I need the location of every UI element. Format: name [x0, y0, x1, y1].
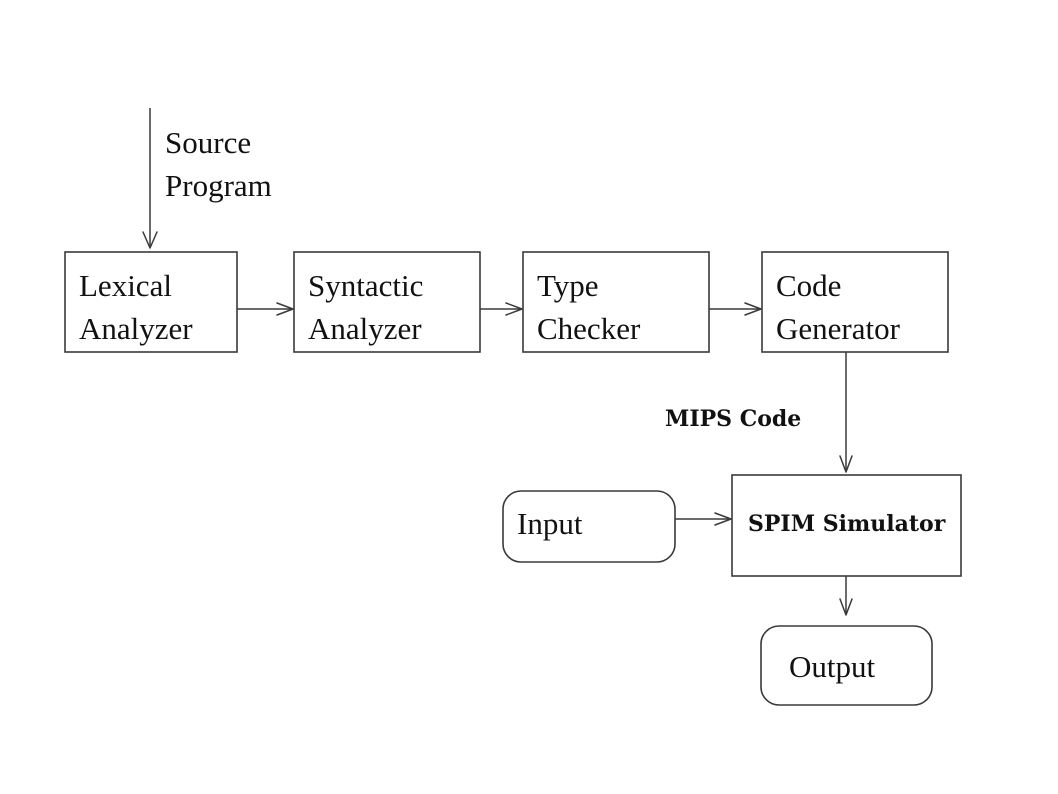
- codegen-to-spim-arrow: [839, 352, 853, 473]
- spim-simulator-node: SPIM Simulator: [731, 474, 962, 577]
- lexical-analyzer-label-line1: Lexical: [79, 268, 172, 303]
- syntactic-to-type-arrow: [480, 302, 523, 316]
- output-node: Output: [760, 625, 933, 706]
- code-generator-label-line1: Code: [776, 268, 841, 303]
- spim-simulator-label: SPIM Simulator: [748, 511, 946, 537]
- code-generator-label-line2: Generator: [776, 311, 901, 346]
- syntactic-analyzer-label-line1: Syntactic: [308, 268, 423, 303]
- syntactic-analyzer-box: [293, 251, 481, 353]
- spim-simulator-box: [731, 474, 962, 577]
- mips-code-label: MIPS Code: [665, 406, 801, 432]
- lexical-analyzer-box: [64, 251, 238, 353]
- output-label: Output: [789, 649, 876, 684]
- type-checker-box: [522, 251, 710, 353]
- type-to-codegen-arrow: [709, 302, 762, 316]
- input-label: Input: [517, 506, 583, 541]
- input-box: [502, 490, 676, 563]
- spim-to-output-arrow: [839, 576, 853, 616]
- input-node: Input: [502, 490, 676, 563]
- syntactic-analyzer-node: Syntactic Analyzer: [293, 251, 481, 353]
- type-checker-label-line2: Checker: [537, 311, 641, 346]
- output-box: [760, 625, 933, 706]
- code-generator-node: Code Generator: [761, 251, 949, 353]
- code-generator-box: [761, 251, 949, 353]
- type-checker-node: Type Checker: [522, 251, 710, 353]
- lexical-analyzer-label-line2: Analyzer: [79, 311, 193, 346]
- source-program-label-line2: Program: [165, 168, 272, 203]
- type-checker-label-line1: Type: [537, 268, 599, 303]
- syntactic-analyzer-label-line2: Analyzer: [308, 311, 422, 346]
- lexical-to-syntactic-arrow: [237, 302, 294, 316]
- lexical-analyzer-node: Lexical Analyzer: [64, 251, 238, 353]
- input-to-spim-arrow: [675, 512, 732, 526]
- source-program: Source Program: [165, 125, 272, 203]
- source-program-label-line1: Source: [165, 125, 251, 160]
- source-to-lexical-arrow: [142, 108, 158, 249]
